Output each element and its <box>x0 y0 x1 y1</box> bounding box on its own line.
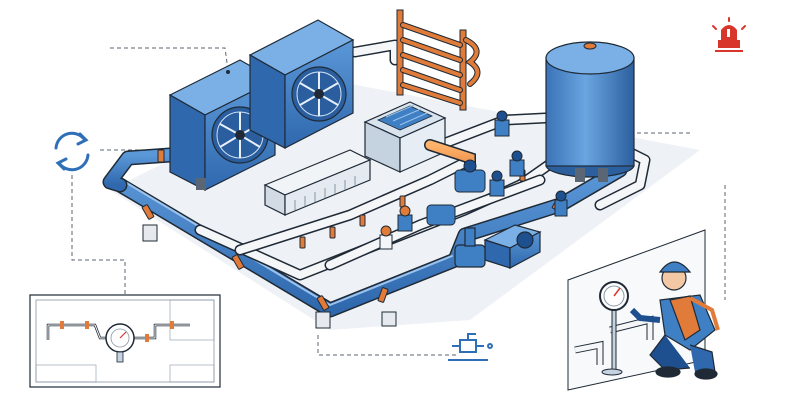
alarm-beacon-icon <box>712 17 746 52</box>
condenser-unit-2 <box>248 19 355 149</box>
valve-icon <box>494 110 510 137</box>
valve-icon <box>489 170 505 197</box>
control-box <box>363 101 447 173</box>
refresh-cycle-icon <box>54 131 90 172</box>
gauge-icon <box>599 281 629 311</box>
valve-icon <box>554 190 568 217</box>
valve-icon <box>426 204 456 226</box>
valve-icon <box>379 225 393 250</box>
light-pipes <box>194 39 651 281</box>
valve-icon <box>397 205 413 232</box>
gauge-icon <box>105 323 135 363</box>
connector-dot <box>226 70 230 74</box>
storage-tank <box>545 41 635 182</box>
heat-exchanger-coil <box>396 9 481 111</box>
valve-schematic-icon <box>448 333 493 361</box>
technician <box>629 261 720 380</box>
valves <box>379 110 568 250</box>
fan-icon <box>291 66 347 122</box>
pipe-supports <box>142 224 397 329</box>
valve-icon <box>454 159 486 193</box>
valve-icon <box>509 150 525 177</box>
manifold <box>263 149 372 216</box>
main-pump <box>454 224 542 269</box>
blueprint-panel <box>29 294 221 388</box>
